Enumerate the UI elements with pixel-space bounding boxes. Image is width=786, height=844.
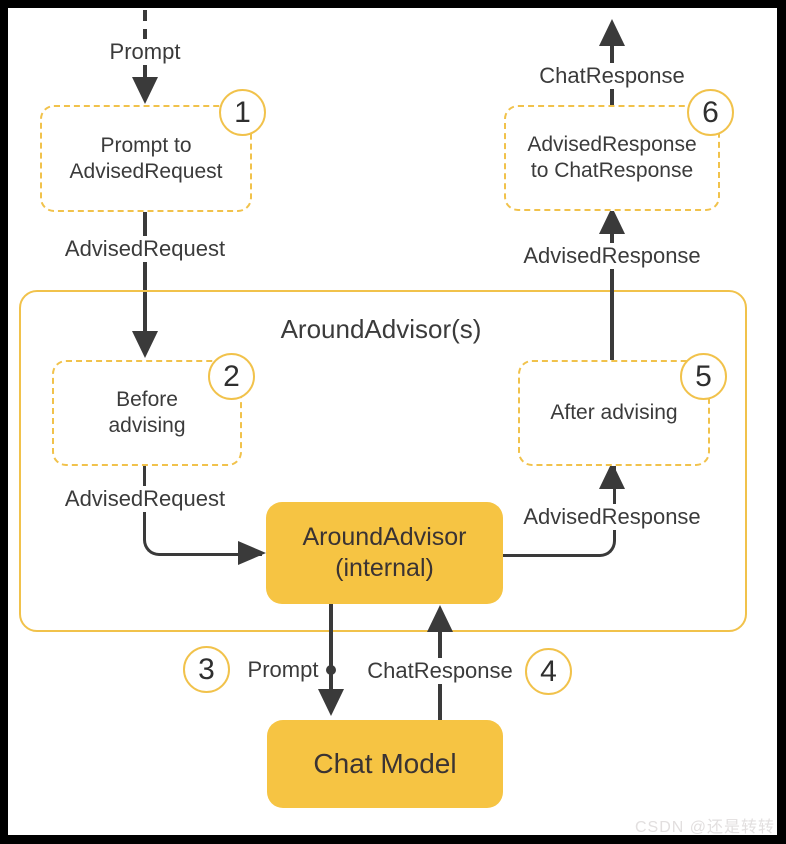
prompt-bottom-label: Prompt (247, 657, 319, 682)
container-title: AroundAdvisor(s) (280, 314, 482, 344)
step1-line1: Prompt to (100, 133, 192, 157)
step3-badge: 3 (183, 646, 230, 693)
step5-box: After advising (518, 360, 710, 466)
step6-line1: AdvisedResponse (527, 133, 697, 156)
prompt-connector-dot (326, 665, 336, 675)
step6-line2: to ChatResponse (530, 159, 694, 182)
step1-box: Prompt to AdvisedRequest (40, 105, 252, 212)
internal-line2: (internal) (335, 554, 434, 582)
incoming-prompt-dashed-line (143, 10, 147, 39)
line-box5-to-box6 (610, 212, 614, 360)
prompt-arrow-shaft (143, 63, 147, 83)
arrow-up-into-box5 (599, 462, 625, 489)
arrow-down-into-box2 (132, 331, 158, 358)
arrow-up-into-internal (427, 605, 453, 632)
arrow-up-chat-response-out (599, 19, 625, 46)
advised-request-label-2: AdvisedRequest (59, 486, 231, 512)
around-advisor-internal-box: AroundAdvisor (internal) (266, 502, 503, 604)
around-advisors-container (19, 290, 747, 632)
arrow-down-into-chatmodel (318, 689, 344, 716)
watermark-text: CSDN @还是转转 (634, 819, 775, 836)
advised-request-label-1: AdvisedRequest (59, 236, 231, 262)
step6-badge: 6 (687, 89, 734, 136)
chat-response-bottom-label: ChatResponse (362, 658, 518, 684)
advised-response-label-2: AdvisedResponse (518, 243, 706, 269)
arrow-up-into-box6 (599, 207, 625, 234)
step4-badge: 4 (525, 648, 572, 695)
internal-line1: AroundAdvisor (302, 523, 467, 551)
line-internal-to-chatmodel (329, 604, 333, 692)
prompt-top-label: Prompt (104, 39, 186, 65)
arrow-down-into-box1 (132, 77, 158, 104)
line-box1-to-box2 (143, 208, 147, 334)
step1-line2: AdvisedRequest (69, 159, 223, 183)
step5-badge: 5 (680, 353, 727, 400)
chat-model-label: Chat Model (313, 748, 457, 779)
advised-response-label-1: AdvisedResponse (518, 504, 706, 530)
step2-badge: 2 (208, 353, 255, 400)
step2-line1: Before (116, 388, 178, 411)
arrow-right-into-internal (238, 541, 266, 565)
step1-badge: 1 (219, 89, 266, 136)
chat-response-top-label: ChatResponse (534, 63, 690, 89)
chat-model-box: Chat Model (267, 720, 503, 808)
step2-line2: advising (108, 414, 186, 437)
step6-box: AdvisedResponse to ChatResponse (504, 105, 720, 211)
step5-line1: After advising (550, 401, 678, 424)
